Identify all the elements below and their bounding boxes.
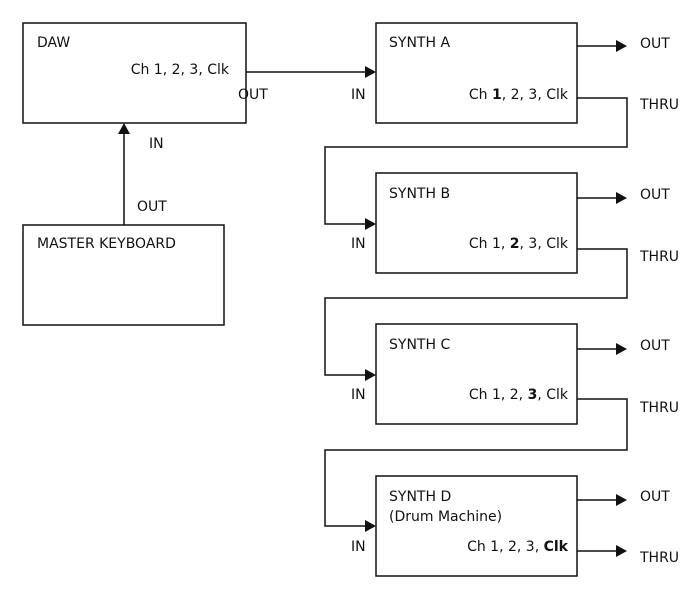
synth-d-in-label: IN (351, 539, 366, 555)
synth-c-out-label: OUT (640, 338, 670, 354)
synth-b-thru-arrowhead (365, 369, 376, 381)
synth-a-title: SYNTH A (389, 35, 450, 51)
synth-a-out-label: OUT (640, 36, 670, 52)
synth-d-out-label: OUT (640, 489, 670, 505)
synth-c-box (375, 323, 578, 425)
synth-c-in-label: IN (351, 387, 366, 403)
synth-b-channels: Ch 1, 2, 3, Clk (469, 236, 569, 252)
synth-a-in-label: IN (351, 87, 366, 103)
synth-c: SYNTH C Ch 1, 2, 3, Clk IN OUT THRU (351, 323, 679, 425)
synth-a-thru-label: THRU (639, 97, 679, 113)
synth-a-thru-arrowhead (365, 218, 376, 230)
master-keyboard-box (22, 224, 225, 326)
synth-b-title: SYNTH B (389, 186, 450, 202)
synth-b-out-arrowhead (616, 192, 627, 204)
synth-d-thru-label: THRU (639, 550, 679, 566)
daw-to-synth-a-arrowhead (365, 66, 376, 78)
keyboard-to-daw-arrowhead (118, 123, 130, 134)
synth-d-box (375, 475, 578, 577)
daw-channels: Ch 1, 2, 3, Clk (131, 62, 230, 78)
synth-c-thru-label: THRU (639, 400, 679, 416)
synth-b-thru-label: THRU (639, 249, 679, 265)
daw-title: DAW (37, 35, 70, 51)
synth-a-channels: Ch 1, 2, 3, Clk (469, 87, 569, 103)
synth-a-thru-to-synth-b-wire (324, 97, 628, 225)
synth-d: SYNTH D (Drum Machine) Ch 1, 2, 3, Clk I… (351, 475, 679, 577)
synth-d-subtitle: (Drum Machine) (389, 509, 502, 525)
master-keyboard-out-label: OUT (137, 199, 167, 215)
synth-c-thru-to-synth-d-wire (324, 398, 628, 527)
synth-c-channels: Ch 1, 2, 3, Clk (469, 387, 569, 403)
synth-d-title: SYNTH D (389, 489, 451, 505)
synth-b-in-label: IN (351, 236, 366, 252)
synth-a-box (375, 22, 578, 124)
daw-out-label: OUT (238, 87, 268, 103)
synth-a: SYNTH A Ch 1, 2, 3, Clk IN OUT THRU (351, 22, 679, 124)
synth-b-box (375, 172, 578, 274)
synth-d-channels: Ch 1, 2, 3, Clk (467, 539, 569, 555)
synth-b-out-label: OUT (640, 187, 670, 203)
daw-in-label: IN (149, 136, 164, 152)
daw-box (22, 22, 247, 124)
synth-c-thru-arrowhead (365, 520, 376, 532)
synth-d-out-arrowhead (616, 494, 627, 506)
synth-c-out-arrowhead (616, 343, 627, 355)
synth-d-thru-arrowhead (616, 545, 627, 557)
synth-b-thru-to-synth-c-wire (324, 248, 628, 376)
master-keyboard-title: MASTER KEYBOARD (37, 236, 176, 252)
synth-c-title: SYNTH C (389, 337, 450, 353)
synth-a-out-arrowhead (616, 40, 627, 52)
synth-b: SYNTH B Ch 1, 2, 3, Clk IN OUT THRU (351, 172, 679, 274)
